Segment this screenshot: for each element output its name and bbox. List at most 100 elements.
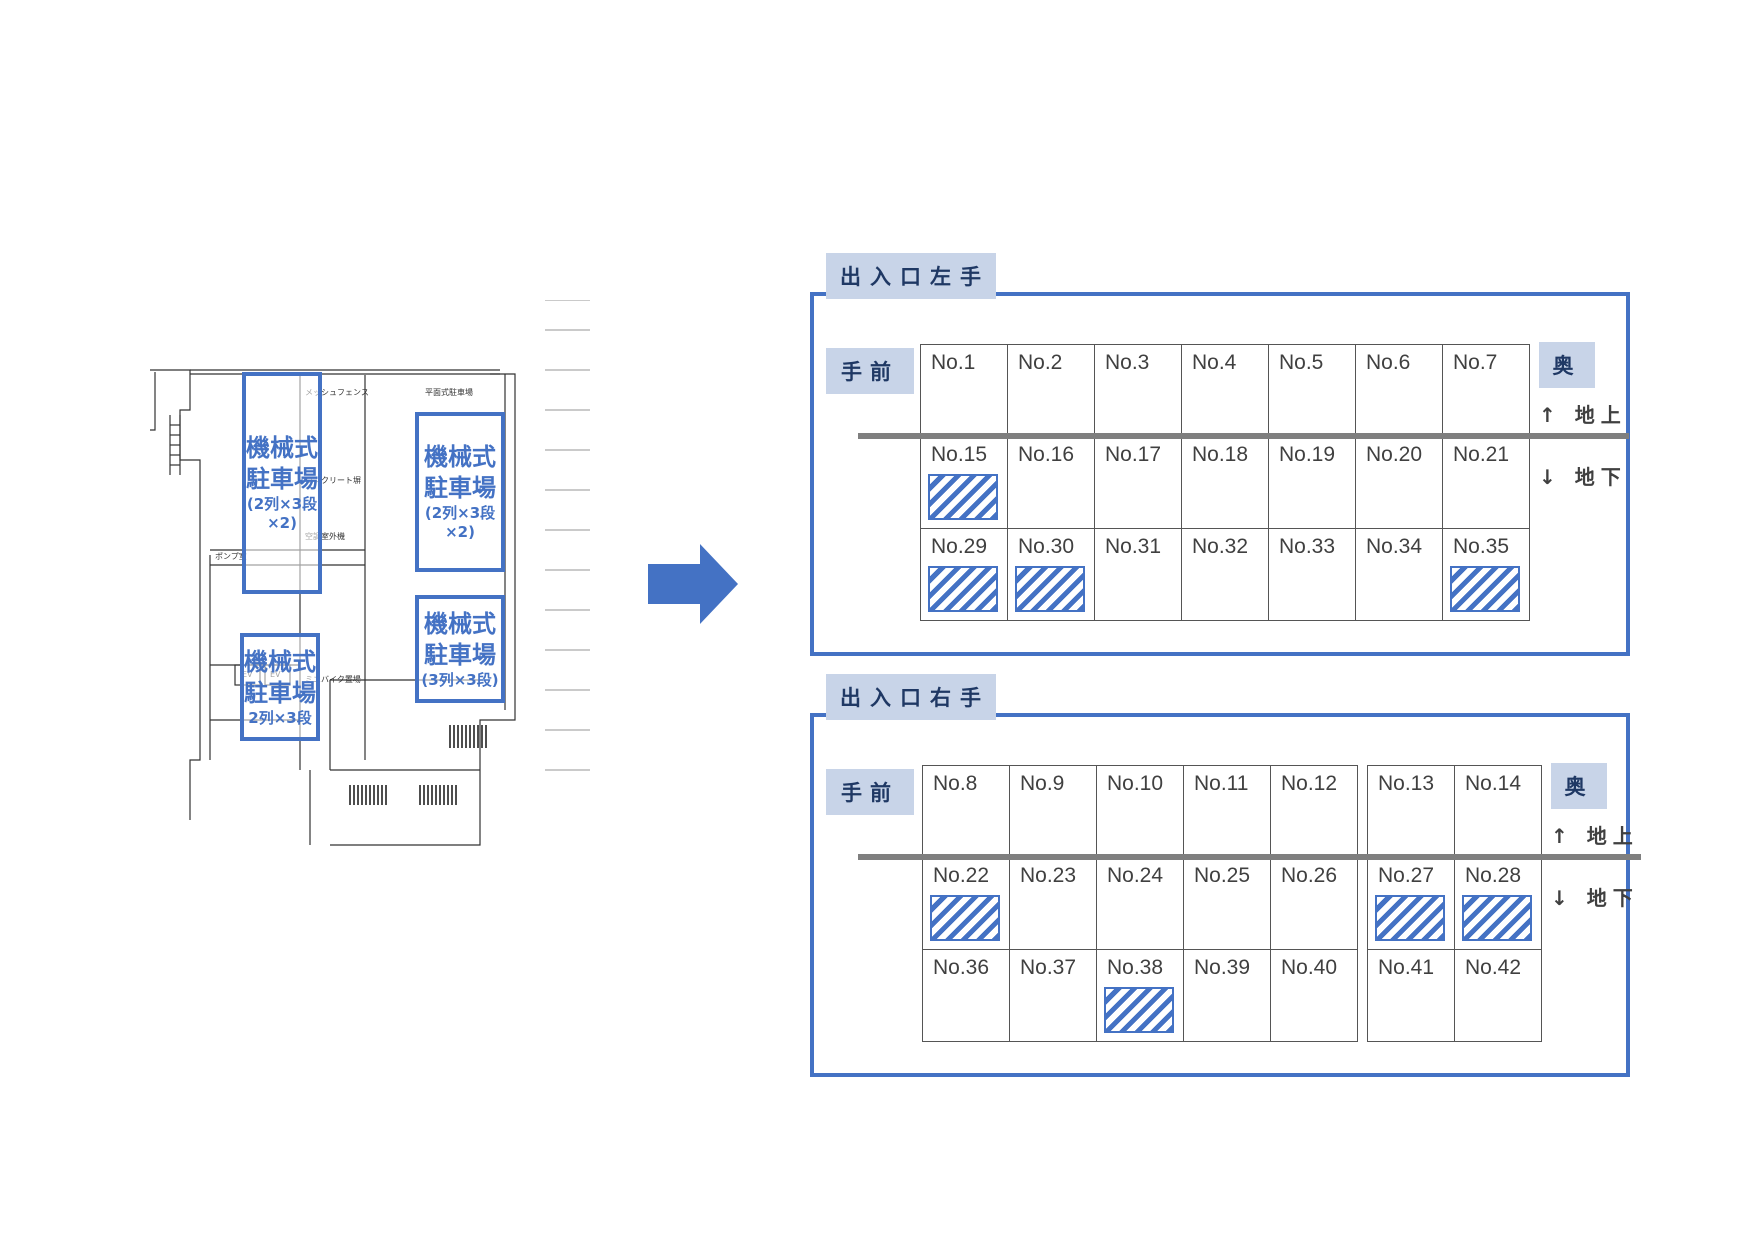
slot-number: No.3 (1105, 351, 1150, 374)
parking-slot[interactable]: No.9 (1009, 765, 1097, 858)
plan-annotation: 空調室外機 (305, 532, 345, 541)
slot-number: No.6 (1366, 351, 1411, 374)
slot-number: No.12 (1281, 772, 1338, 795)
below-ground-label: ↓ 地下 (1551, 886, 1639, 910)
slot-number: No.7 (1453, 351, 1498, 374)
mech-label-line: 駐車場 (244, 678, 316, 707)
parking-slot[interactable]: No.39 (1183, 949, 1271, 1042)
plan-annotation: コンクリート塀 (305, 476, 361, 485)
parking-slot[interactable]: No.33 (1268, 528, 1356, 621)
parking-slot[interactable]: No.32 (1181, 528, 1269, 621)
parking-slot[interactable]: No.34 (1355, 528, 1443, 621)
slot-number: No.33 (1279, 535, 1336, 558)
mechanical-parking-label: 機械式 駐車場 (3列×3段) (415, 595, 505, 703)
parking-slot[interactable]: No.37 (1009, 949, 1097, 1042)
mech-label-line: ×2) (445, 523, 475, 541)
mech-label-line: 機械式 (424, 609, 496, 638)
parking-slot[interactable]: No.22 (922, 857, 1010, 950)
slot-number: No.5 (1279, 351, 1324, 374)
parking-slot[interactable]: No.10 (1096, 765, 1184, 858)
parking-slot[interactable]: No.13 (1367, 765, 1455, 858)
slot-number: No.34 (1366, 535, 1423, 558)
slot-number: No.1 (931, 351, 976, 374)
parking-slot[interactable]: No.8 (922, 765, 1010, 858)
back-label: 奥 (1551, 763, 1607, 809)
parking-slot[interactable]: No.15 (920, 436, 1008, 529)
parking-slot[interactable]: No.40 (1270, 949, 1358, 1042)
mech-label-line: 駐車場 (424, 640, 496, 669)
slot-number: No.21 (1453, 443, 1510, 466)
parking-slot[interactable]: No.26 (1270, 857, 1358, 950)
parking-slot[interactable]: No.31 (1094, 528, 1182, 621)
plan-annotation: 平面式駐車場 (425, 388, 473, 397)
parking-slot[interactable]: No.5 (1268, 344, 1356, 437)
parking-slot[interactable]: No.19 (1268, 436, 1356, 529)
parking-slot[interactable]: No.1 (920, 344, 1008, 437)
parking-slot[interactable]: No.42 (1454, 949, 1542, 1042)
parking-slot[interactable]: No.12 (1270, 765, 1358, 858)
parking-slot[interactable]: No.16 (1007, 436, 1095, 529)
front-label: 手前 (826, 348, 914, 394)
slot-number: No.35 (1453, 535, 1510, 558)
section-title: 出入口左手 (826, 253, 996, 299)
parking-slot[interactable]: No.7 (1442, 344, 1530, 437)
back-label: 奥 (1539, 342, 1595, 388)
parking-slot[interactable]: No.6 (1355, 344, 1443, 437)
slot-number: No.16 (1018, 443, 1075, 466)
parking-slot[interactable]: No.11 (1183, 765, 1271, 858)
mech-label-line: (3列×3段) (421, 670, 499, 689)
parking-slot[interactable]: No.4 (1181, 344, 1269, 437)
slot-number: No.38 (1107, 956, 1164, 979)
floor-plan-drawing (150, 300, 590, 846)
parking-slot[interactable]: No.18 (1181, 436, 1269, 529)
slot-number: No.15 (931, 443, 988, 466)
occupied-hatch (1450, 566, 1520, 612)
parking-slot[interactable]: No.21 (1442, 436, 1530, 529)
parking-slot[interactable]: No.24 (1096, 857, 1184, 950)
slot-number: No.17 (1105, 443, 1162, 466)
slot-number: No.20 (1366, 443, 1423, 466)
section-title: 出入口右手 (826, 674, 996, 720)
parking-slot[interactable]: No.17 (1094, 436, 1182, 529)
occupied-hatch (928, 566, 998, 612)
parking-slot[interactable]: No.23 (1009, 857, 1097, 950)
mech-label-line: 機械式 (246, 434, 318, 462)
front-label: 手前 (826, 769, 914, 815)
slot-number: No.13 (1378, 772, 1435, 795)
slot-number: No.10 (1107, 772, 1164, 795)
parking-slot[interactable]: No.30 (1007, 528, 1095, 621)
parking-slot[interactable]: No.35 (1442, 528, 1530, 621)
slot-number: No.26 (1281, 864, 1338, 887)
mechanical-parking-label: 機械式 駐車場 (2列×3段 ×2) (415, 412, 505, 572)
occupied-hatch (1375, 895, 1445, 941)
mechanical-parking-label: 機械式 駐車場 2列×3段 (240, 633, 320, 741)
slot-number: No.8 (933, 772, 978, 795)
above-ground-label: ↑ 地上 (1539, 403, 1627, 427)
parking-slot[interactable]: No.2 (1007, 344, 1095, 437)
parking-slot[interactable]: No.29 (920, 528, 1008, 621)
parking-slot[interactable]: No.3 (1094, 344, 1182, 437)
parking-slot[interactable]: No.36 (922, 949, 1010, 1042)
parking-slot[interactable]: No.20 (1355, 436, 1443, 529)
mech-label-line: 機械式 (424, 443, 496, 471)
arrow-right-icon (648, 544, 738, 624)
slot-number: No.42 (1465, 956, 1522, 979)
occupied-hatch (1015, 566, 1085, 612)
slot-number: No.28 (1465, 864, 1522, 887)
slot-number: No.39 (1194, 956, 1251, 979)
slot-number: No.23 (1020, 864, 1077, 887)
mech-label-line: (2列×3段 (246, 495, 318, 513)
parking-slot[interactable]: No.14 (1454, 765, 1542, 858)
parking-slot[interactable]: No.25 (1183, 857, 1271, 950)
slot-number: No.36 (933, 956, 990, 979)
below-ground-label: ↓ 地下 (1539, 465, 1627, 489)
slot-number: No.14 (1465, 772, 1522, 795)
parking-slot[interactable]: No.41 (1367, 949, 1455, 1042)
parking-slot[interactable]: No.28 (1454, 857, 1542, 950)
parking-slot[interactable]: No.27 (1367, 857, 1455, 950)
mechanical-parking-label: 機械式 駐車場 (2列×3段 ×2) (242, 372, 322, 594)
slot-number: No.2 (1018, 351, 1063, 374)
mech-label-line: 機械式 (244, 647, 316, 676)
parking-slot[interactable]: No.38 (1096, 949, 1184, 1042)
slot-number: No.4 (1192, 351, 1237, 374)
